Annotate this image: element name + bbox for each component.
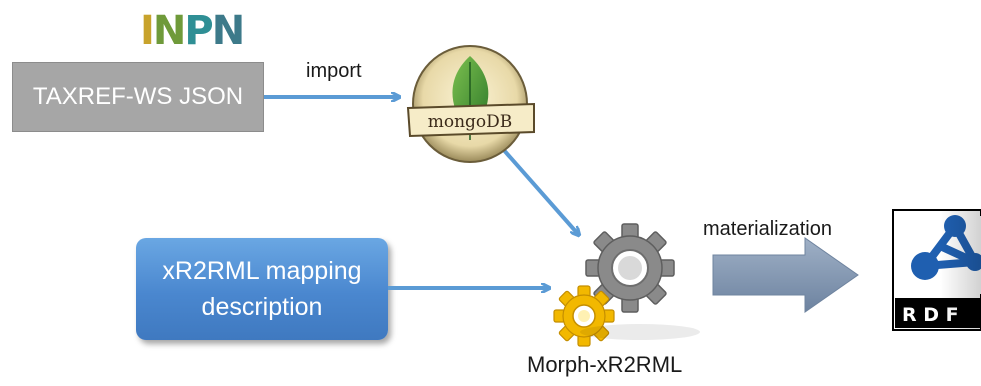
mongodb-logo-text: mongoDB bbox=[428, 112, 513, 132]
mapping-label-line1: xR2RML mapping bbox=[162, 257, 362, 285]
db-to-engine-arrow bbox=[500, 146, 578, 234]
materialization-arrow bbox=[712, 237, 859, 313]
morph-xr2rml-label: Morph-xR2RML bbox=[527, 352, 683, 377]
mongodb-icon: mongoDB bbox=[406, 45, 535, 163]
gear-gray-icon bbox=[585, 223, 675, 313]
materialization-label: materialization bbox=[703, 218, 832, 240]
rdf-logo-icon: R D F bbox=[892, 209, 981, 331]
xr2rml-mapping-box: xR2RML mapping description bbox=[136, 238, 388, 340]
import-label: import bbox=[306, 60, 362, 82]
taxref-source-box: TAXREF-WS JSON bbox=[12, 62, 264, 132]
taxref-source-label: TAXREF-WS JSON bbox=[32, 83, 244, 110]
inpn-logo: INPN bbox=[140, 8, 245, 54]
gear-yellow-icon bbox=[553, 285, 615, 347]
mapping-label-line2: description bbox=[201, 293, 323, 321]
